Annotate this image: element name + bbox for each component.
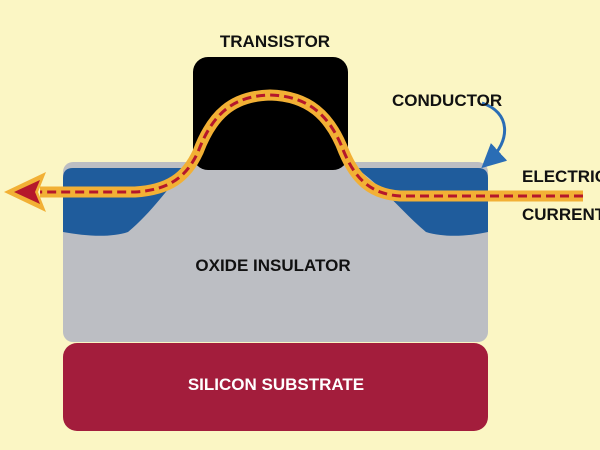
oxide-insulator-layer <box>63 162 488 342</box>
silicon-substrate-label: SILICON SUBSTRATE <box>188 375 364 394</box>
silicon-substrate-layer <box>63 343 488 431</box>
conductor-label: CONDUCTOR <box>392 91 502 110</box>
current-label: CURRENT <box>522 205 600 224</box>
transistor-label: TRANSISTOR <box>220 32 330 51</box>
electric-current-dash <box>40 93 583 198</box>
conductor-layer-right <box>356 168 488 236</box>
transistor-block <box>193 57 348 170</box>
current-arrow-head-inner <box>14 180 40 204</box>
electric-label: ELECTRIC <box>522 167 600 186</box>
oxide-insulator-label: OXIDE INSULATOR <box>195 256 350 275</box>
conductor-pointer-arrow <box>481 101 508 169</box>
